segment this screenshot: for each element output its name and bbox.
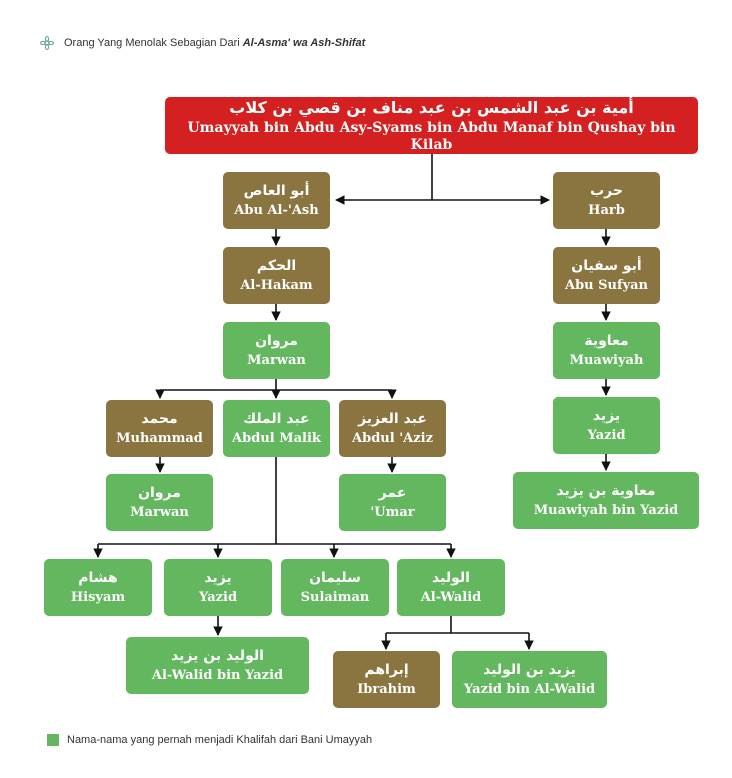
- node-latin: Marwan: [130, 504, 189, 520]
- node-arabic: عبد العزيز: [358, 410, 427, 427]
- node-arabic: يزيد: [204, 569, 232, 586]
- node-arabic: أمية بن عبد الشمس بن عبد مناف بن قصي بن …: [229, 97, 634, 117]
- node-abdul-aziz: عبد العزيز Abdul 'Aziz: [339, 400, 446, 457]
- header-text: Orang Yang Menolak Sebagian Dari: [64, 37, 240, 49]
- node-latin: Yazid: [587, 427, 626, 443]
- node-arabic: معاوية: [584, 332, 629, 349]
- node-arabic: عمر: [378, 484, 407, 501]
- node-latin: Abdul Malik: [232, 430, 321, 446]
- node-arabic: الحكم: [256, 257, 297, 274]
- node-umayyah: أمية بن عبد الشمس بن عبد مناف بن قصي بن …: [165, 97, 698, 154]
- node-arabic: هشام: [78, 569, 118, 586]
- node-latin: Ibrahim: [357, 681, 416, 697]
- node-marwan: مروان Marwan: [223, 322, 330, 379]
- node-muhammad: محمد Muhammad: [106, 400, 213, 457]
- node-arabic: يزيد: [592, 407, 621, 424]
- node-marwan-2: مروان Marwan: [106, 474, 213, 531]
- node-yazid: يزيد Yazid: [553, 397, 660, 454]
- node-latin: Umayyah bin Abdu Asy-Syams bin Abdu Mana…: [187, 119, 676, 153]
- node-sulaiman: سليمان Sulaiman: [281, 559, 389, 616]
- node-muawiyah-bin-yazid: معاوية بن يزيد Muawiyah bin Yazid: [513, 472, 699, 529]
- node-latin: Sulaiman: [300, 589, 370, 605]
- legend-swatch: [47, 734, 59, 746]
- node-hisyam: هشام Hisyam: [44, 559, 152, 616]
- node-arabic: الوليد: [432, 569, 470, 586]
- node-latin: Yazid bin Al-Walid: [463, 681, 596, 697]
- node-arabic: معاوية بن يزيد: [556, 482, 656, 499]
- node-yazid-bin-al-walid: يزيد بن الوليد Yazid bin Al-Walid: [452, 651, 607, 708]
- node-yazid-2: يزيد Yazid: [164, 559, 272, 616]
- node-latin: Al-Walid: [420, 589, 482, 605]
- node-al-walid-bin-yazid: الوليد بن يزيد Al-Walid bin Yazid: [126, 637, 309, 694]
- node-arabic: سليمان: [309, 569, 361, 586]
- node-latin: Muawiyah: [569, 352, 644, 368]
- node-arabic: أبو العاص: [243, 182, 310, 199]
- header-emphasis: Al-Asma' wa Ash-Shifat: [242, 37, 366, 49]
- node-arabic: عبد الملك: [243, 410, 310, 427]
- node-arabic: محمد: [141, 410, 178, 427]
- node-latin: Muawiyah bin Yazid: [533, 502, 679, 518]
- node-muawiyah: معاوية Muawiyah: [553, 322, 660, 379]
- flower-logo-icon: [40, 36, 54, 50]
- node-latin: 'Umar: [370, 504, 415, 520]
- node-arabic: حرب: [590, 182, 623, 199]
- node-latin: Harb: [588, 202, 625, 218]
- node-latin: Abdul 'Aziz: [352, 430, 433, 446]
- node-latin: Abu Al-'Ash: [234, 202, 319, 218]
- node-arabic: أبو سفيان: [571, 257, 642, 274]
- node-al-walid: الوليد Al-Walid: [397, 559, 505, 616]
- page-header: Orang Yang Menolak Sebagian Dari Al-Asma…: [40, 36, 365, 50]
- node-latin: Abu Sufyan: [564, 277, 648, 293]
- node-latin: Al-Walid bin Yazid: [151, 667, 284, 683]
- node-umar: عمر 'Umar: [339, 474, 446, 531]
- node-latin: Al-Hakam: [240, 277, 313, 293]
- node-latin: Hisyam: [70, 589, 126, 605]
- node-abu-sufyan: أبو سفيان Abu Sufyan: [553, 247, 660, 304]
- node-arabic: الوليد بن يزيد: [171, 647, 264, 664]
- node-ibrahim: إبراهم Ibrahim: [333, 651, 440, 708]
- node-arabic: يزيد بن الوليد: [483, 661, 576, 678]
- node-harb: حرب Harb: [553, 172, 660, 229]
- legend-text: Nama-nama yang pernah menjadi Khalifah d…: [67, 734, 373, 746]
- node-arabic: مروان: [255, 332, 298, 349]
- node-al-hakam: الحكم Al-Hakam: [223, 247, 330, 304]
- node-latin: Marwan: [247, 352, 306, 368]
- node-arabic: مروان: [138, 484, 181, 501]
- legend: Nama-nama yang pernah menjadi Khalifah d…: [47, 734, 372, 746]
- node-latin: Yazid: [198, 589, 238, 605]
- node-latin: Muhammad: [116, 430, 203, 446]
- node-arabic: إبراهم: [364, 661, 409, 678]
- node-abdul-malik: عبد الملك Abdul Malik: [223, 400, 330, 457]
- node-abu-al-ash: أبو العاص Abu Al-'Ash: [223, 172, 330, 229]
